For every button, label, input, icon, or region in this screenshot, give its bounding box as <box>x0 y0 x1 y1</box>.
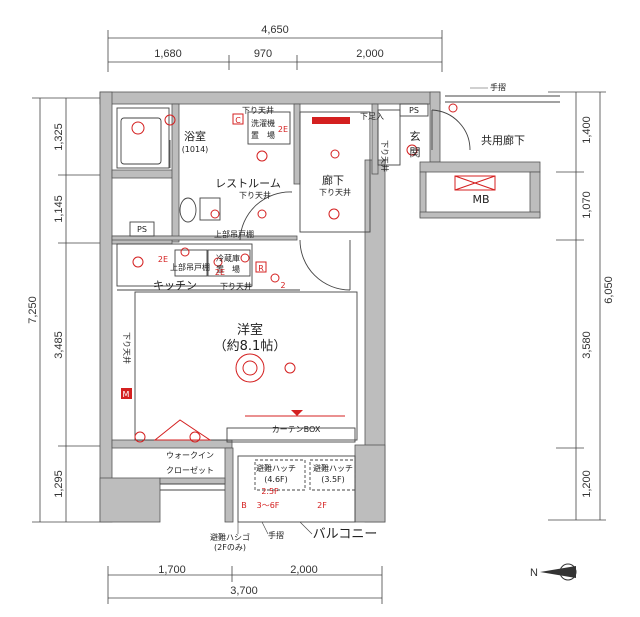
right-dimension-1: 1,400 <box>581 116 593 144</box>
entrance-label-1: 玄 <box>410 129 421 143</box>
mark-2e-label-1: 2E <box>278 125 288 134</box>
curtain-box-label: カーテンBOX <box>272 425 321 434</box>
mark-m-box <box>121 388 132 399</box>
walls <box>99 91 541 523</box>
upper-cabinet-small-label: 上部吊戸棚 <box>170 262 210 272</box>
mark-m-label: M <box>123 390 130 399</box>
balcony-label: バルコニー <box>313 527 378 542</box>
top-total-dimension: 4,650 <box>261 24 289 36</box>
right-dimension-3: 3,580 <box>581 331 593 359</box>
right-dimension-4: 1,200 <box>581 470 593 498</box>
hallway-label: 廊下 <box>322 173 344 187</box>
escape-hatch-left-2: (4.6F) <box>264 475 288 484</box>
bath-label: 浴室 <box>184 129 206 143</box>
floor-range-1: 3～6F <box>257 501 280 510</box>
left-total-dimension: 7,250 <box>27 296 39 324</box>
handrail-bottom-label: 手摺 <box>268 530 284 540</box>
mark-b-label: B <box>241 501 247 510</box>
footrest-label: 下足入 <box>360 112 384 121</box>
left-dimension-2: 1,145 <box>53 195 65 223</box>
mark-2e-label-3: 2E <box>215 268 225 277</box>
top-dimensions <box>107 30 443 72</box>
drop-ceiling-label-3: 下り天井 <box>319 187 351 197</box>
leader-lines <box>237 87 488 535</box>
drop-ceiling-vertical-right: 下り天井 <box>380 140 390 172</box>
drop-ceiling-label-4: 下り天井 <box>220 281 252 291</box>
fridge-label-1: 冷蔵庫 <box>216 253 240 263</box>
red-bar-icon <box>312 117 350 124</box>
escape-ladder-1: 避難ハシゴ <box>210 532 250 542</box>
restroom-label: レストルーム <box>215 177 281 190</box>
mark-r-label: R <box>258 264 264 273</box>
top-dimension-1: 1,680 <box>154 48 182 60</box>
fridge-label-2: 置 場 <box>216 264 240 274</box>
bottom-dimension-2: 2,000 <box>290 564 318 576</box>
mark-c-box <box>232 113 244 125</box>
mb-label: MB <box>472 193 489 206</box>
right-dimensions <box>548 91 606 521</box>
laundry-label-2: 置 場 <box>251 130 275 140</box>
red-arrow-icon <box>291 410 303 416</box>
left-dimension-3: 3,485 <box>53 331 65 359</box>
western-room-label: 洋室 <box>237 322 263 338</box>
mark-2-label: 2 <box>280 281 285 290</box>
ps-label-1: PS <box>409 106 419 115</box>
mark-r-box <box>255 261 267 273</box>
compass-icon <box>540 563 577 581</box>
right-total-dimension: 6,050 <box>603 276 615 304</box>
kitchen-label: キッチン <box>153 279 197 292</box>
bath-size-label: (1014) <box>182 145 209 154</box>
escape-hatch-right-1: 避難ハッチ <box>313 463 353 473</box>
drop-ceiling-label-2: 下り天井 <box>239 190 271 200</box>
walk-in-label-2: クローゼット <box>166 465 214 475</box>
mark-c-label: C <box>235 116 241 125</box>
right-dimension-2: 1,070 <box>581 191 593 219</box>
upper-cabinet-label: 上部吊戸棚 <box>214 229 254 239</box>
electrical-symbols <box>131 103 496 443</box>
left-dimension-1: 1,325 <box>53 123 65 151</box>
bottom-dimensions <box>107 566 383 604</box>
drop-ceiling-label-1: 下り天井 <box>242 105 274 115</box>
common-corridor-label: 共用廊下 <box>481 133 525 147</box>
floor-range-3: 2.5F <box>261 487 279 496</box>
interior-outlines <box>116 95 560 523</box>
escape-ladder-2: (2Fのみ) <box>214 543 246 552</box>
left-dimensions <box>32 97 100 523</box>
escape-hatch-right-2: (3.5F) <box>321 475 345 484</box>
floor-range-2: 2F <box>317 501 327 510</box>
left-dimension-4: 1,295 <box>53 470 65 498</box>
walk-in-label-1: ウォークイン <box>166 451 214 460</box>
ps-label-2: PS <box>137 225 147 234</box>
top-dimension-3: 2,000 <box>356 48 384 60</box>
escape-hatch-left-1: 避難ハッチ <box>256 463 296 473</box>
bottom-total-dimension: 3,700 <box>230 585 258 597</box>
handrail-top-label: 手摺 <box>490 82 506 92</box>
compass-north-label: N <box>530 567 538 579</box>
top-dimension-2: 970 <box>254 48 272 60</box>
bottom-dimension-1: 1,700 <box>158 564 186 576</box>
western-room-size-label: （約8.1帖） <box>214 339 287 354</box>
entrance-label-2: 関 <box>410 146 421 159</box>
laundry-label-1: 洗濯機 <box>251 118 275 128</box>
mark-2e-label-2: 2E <box>158 255 168 264</box>
drop-ceiling-vertical-left: 下り天井 <box>122 332 132 364</box>
